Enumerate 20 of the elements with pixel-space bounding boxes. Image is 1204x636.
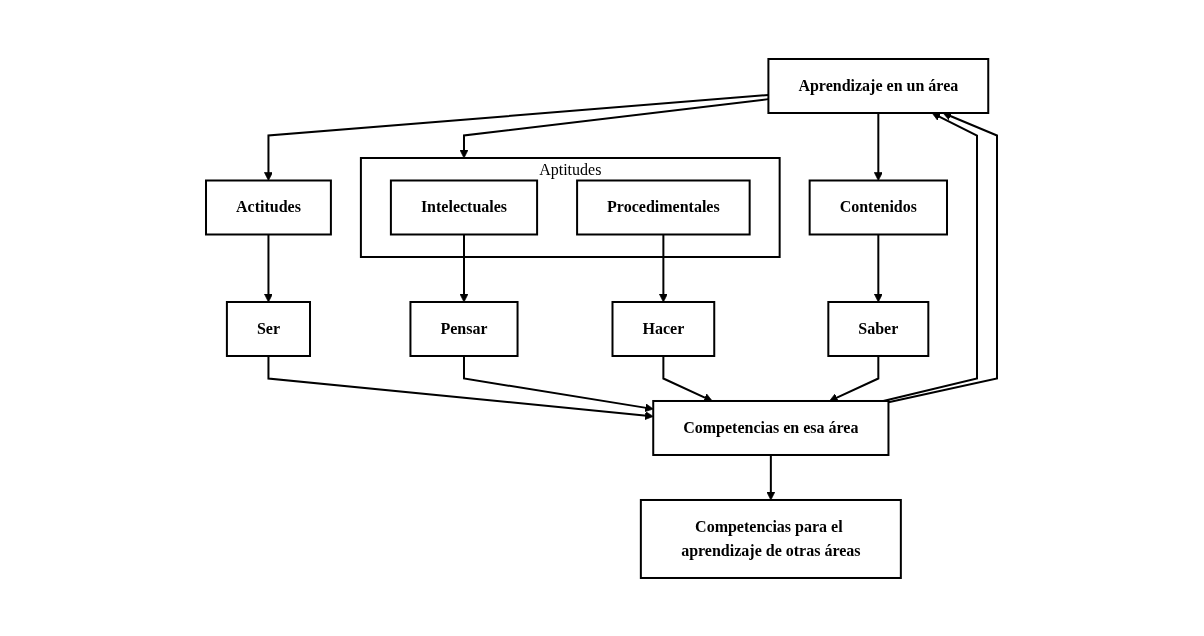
arrow: [460, 233, 469, 302]
arrow: [874, 111, 884, 181]
arrow: [874, 233, 884, 302]
arrow: [659, 233, 669, 302]
node-box: Pensar: [409, 300, 520, 357]
arrow: [662, 354, 714, 402]
node-box: Saber: [827, 300, 930, 357]
node-box: Actitudes: [205, 179, 333, 235]
node-box: Competencias para el aprendizaje de otras áreas: [640, 498, 903, 579]
node-box: Intelectuales: [390, 179, 539, 235]
arrow: [766, 453, 776, 500]
node-box: Hacer: [612, 300, 716, 357]
node-box: Contenidos: [809, 179, 949, 235]
arrow: [264, 233, 274, 302]
node-box: Procedimentales: [576, 179, 752, 235]
node-box: Ser: [226, 300, 312, 357]
arrow: [829, 354, 880, 402]
node-box: Aprendizaje en un área: [767, 57, 990, 114]
arrow: [887, 111, 999, 403]
node-box: Competencias en esa área: [652, 399, 890, 456]
